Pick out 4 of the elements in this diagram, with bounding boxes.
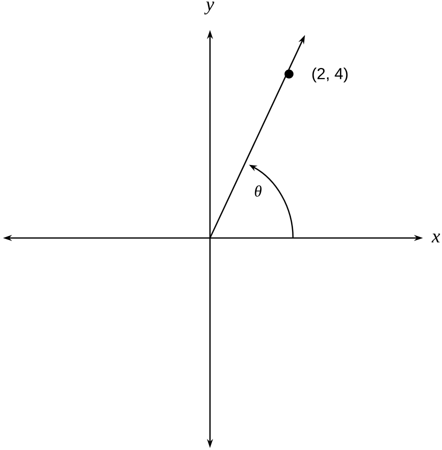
axis-label: x	[432, 234, 440, 242]
axis-label: y	[204, 2, 214, 14]
point-label: (2, 4)	[312, 68, 348, 82]
angle-label: θ	[254, 185, 262, 197]
